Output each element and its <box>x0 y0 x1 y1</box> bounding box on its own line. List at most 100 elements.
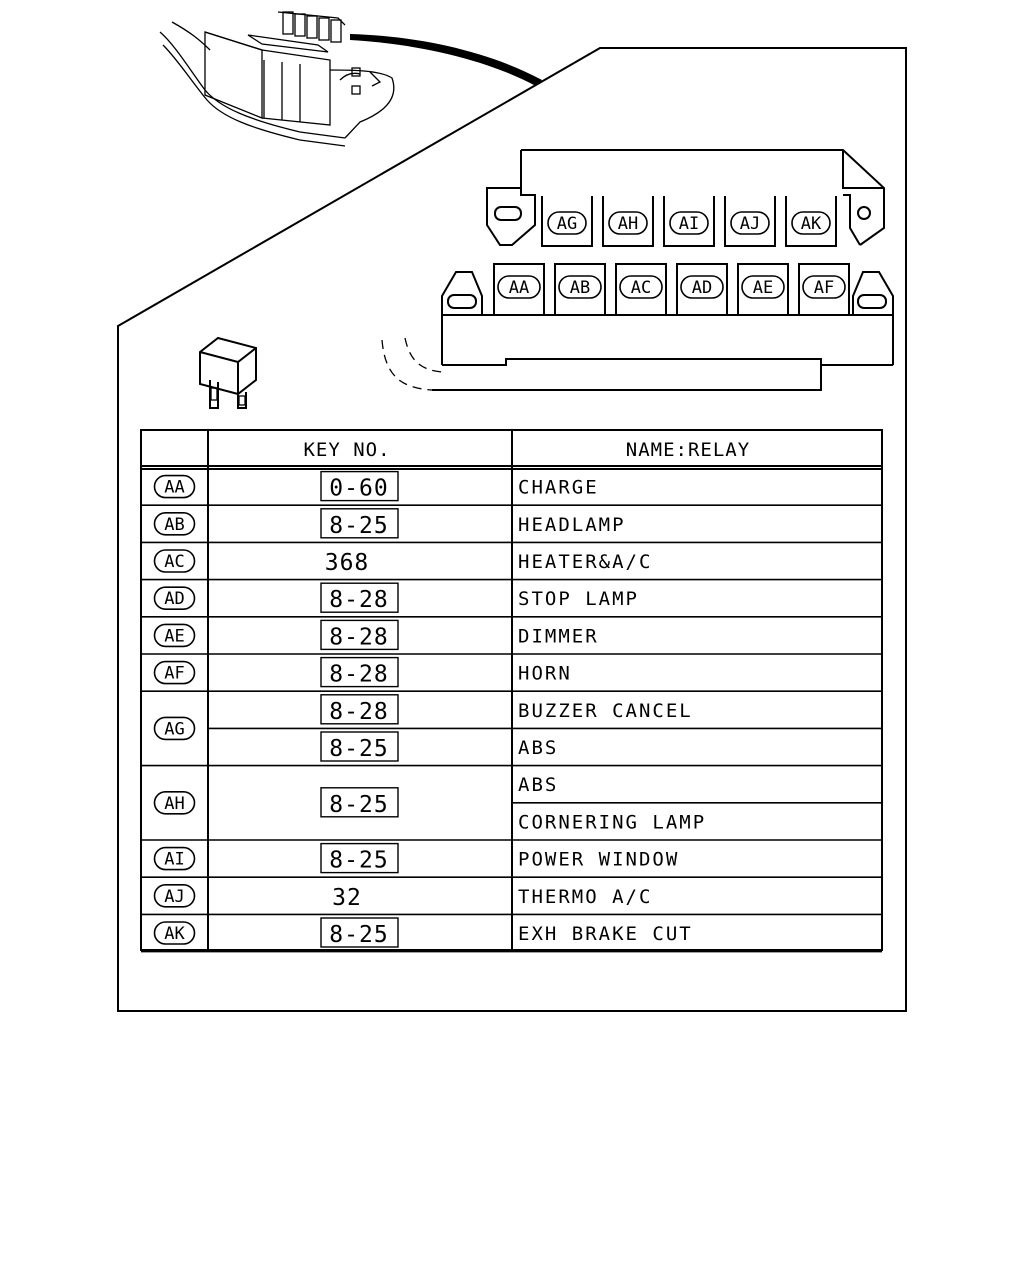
relay-code-label: AB <box>164 515 184 535</box>
relay-slot: AJ <box>724 196 776 247</box>
row-code-badge: AI <box>153 846 196 871</box>
key-number: 8-28 <box>329 699 388 725</box>
relay-name: THERMO A/C <box>518 886 652 908</box>
relay-slot: AE <box>737 263 789 315</box>
relay-name: POWER WINDOW <box>518 849 679 871</box>
table-row: AA 0-60 CHARGE <box>141 470 882 507</box>
table-row: AB 8-25 HEADLAMP <box>141 508 882 544</box>
key-number: 8-28 <box>329 624 388 650</box>
table-row: AJ 32 THERMO A/C <box>141 883 882 916</box>
relay-name: CHARGE <box>518 477 599 499</box>
table-row: AC 368 HEATER&A/C <box>141 549 882 581</box>
relay-slot: AB <box>554 263 606 315</box>
relay-code-label: AB <box>570 278 590 298</box>
table-row: AG 8-28 BUZZER CANCEL 8-25 ABS <box>141 694 882 767</box>
relay-code-label: AG <box>557 214 577 234</box>
relay-slot-label: AE <box>741 275 785 299</box>
relay-code-label: AA <box>164 478 184 498</box>
relay-slot: AA <box>493 263 545 315</box>
relay-table-body: AA 0-60 CHARGE AB 8-25 HEADLAMP AC 368 HEATER&A/… <box>141 470 882 953</box>
row-code-badge: AF <box>153 660 196 685</box>
relay-code-label: AK <box>801 214 822 234</box>
relay-code-label: AK <box>164 924 185 944</box>
key-number: 8-28 <box>329 662 388 688</box>
key-number: 8-28 <box>329 587 388 613</box>
relay-slot-label: AB <box>558 275 602 299</box>
relay-slot: AC <box>615 263 667 315</box>
table-row: AE 8-28 DIMMER <box>141 619 882 655</box>
row-code-badge: AA <box>153 474 196 499</box>
relay-code-label: AD <box>164 589 184 609</box>
relay-name: HORN <box>518 663 572 685</box>
relay-slot: AK <box>785 196 837 247</box>
key-number-box <box>320 694 399 725</box>
relay-box-bottom-row: AA AB AC AD AE AF <box>493 263 850 315</box>
key-number: 32 <box>332 885 362 911</box>
relay-code-label: AA <box>509 278 529 298</box>
row-code-badge: AJ <box>153 883 196 908</box>
relay-code-label: AF <box>814 278 834 298</box>
relay-code-label: AI <box>164 850 184 870</box>
key-number-box <box>320 582 399 613</box>
relay-code-label: AJ <box>164 887 184 907</box>
table-row: AD 8-28 STOP LAMP <box>141 582 882 618</box>
relay-slot-label: AI <box>669 211 709 235</box>
relay-slot-label: AC <box>619 275 663 299</box>
relay-code-label: AF <box>164 664 184 684</box>
relay-box-illustration <box>381 149 894 391</box>
relay-code-label: AE <box>164 626 184 646</box>
row-code-badge: AD <box>153 586 196 611</box>
key-number: 8-25 <box>329 513 388 539</box>
key-number: 8-25 <box>329 848 388 874</box>
relay-slot-label: AG <box>547 211 587 235</box>
row-code-badge: AC <box>153 549 196 573</box>
row-code-badge: AG <box>153 716 196 741</box>
key-number-box <box>320 787 399 818</box>
key-number-box <box>320 470 399 502</box>
relay-code-label: AI <box>679 214 699 234</box>
relay-name: EXH BRAKE CUT <box>518 923 693 945</box>
relay-code-label: AC <box>631 278 651 298</box>
relay-name: ABS <box>518 737 558 759</box>
row-code-badge: AH <box>153 790 196 815</box>
relay-slot: AD <box>676 263 728 315</box>
relay-code-label: AD <box>692 278 712 298</box>
key-number-box <box>320 508 399 539</box>
header-name-relay: NAME:RELAY <box>626 439 750 461</box>
key-number: 8-25 <box>329 736 388 762</box>
table-row: AF 8-28 HORN <box>141 656 882 693</box>
relay-slot: AG <box>541 196 593 247</box>
relay-name: CORNERING LAMP <box>518 811 706 833</box>
table-row: AI 8-25 POWER WINDOW <box>141 842 882 879</box>
harness-inset-illustration <box>159 11 542 147</box>
relay-slot-label: AJ <box>730 211 770 235</box>
relay-name: STOP LAMP <box>518 588 639 610</box>
relay-name: BUZZER CANCEL <box>518 700 693 722</box>
table-row: AK 8-25 EXH BRAKE CUT <box>141 917 882 953</box>
relay-slot-label: AD <box>680 275 724 299</box>
relay-box-top-row: AG AH AI AJ AK <box>541 196 837 247</box>
relay-code-label: AG <box>164 719 184 739</box>
key-number: 0-60 <box>329 476 388 502</box>
relay-slot-label: AH <box>608 211 648 235</box>
key-number-box <box>320 656 399 688</box>
relay-slot: AH <box>602 196 654 247</box>
relay-name: DIMMER <box>518 625 599 647</box>
header-key-no: KEY NO. <box>303 439 390 461</box>
key-number: 368 <box>325 550 370 576</box>
relay-name: ABS <box>518 774 558 796</box>
relay-slot-label: AF <box>802 275 846 299</box>
key-number: 8-25 <box>329 922 388 948</box>
relay-code-label: AE <box>753 278 773 298</box>
relay-icon <box>199 336 257 409</box>
relay-slot-label: AK <box>791 211 831 235</box>
row-code-badge: AE <box>153 623 196 648</box>
relay-name: HEATER&A/C <box>518 551 652 573</box>
relay-name: HEADLAMP <box>518 514 626 536</box>
relay-code-label: AC <box>164 552 184 572</box>
key-number-box <box>320 917 399 948</box>
row-code-badge: AK <box>153 921 196 945</box>
diagram-frame <box>117 47 907 1012</box>
